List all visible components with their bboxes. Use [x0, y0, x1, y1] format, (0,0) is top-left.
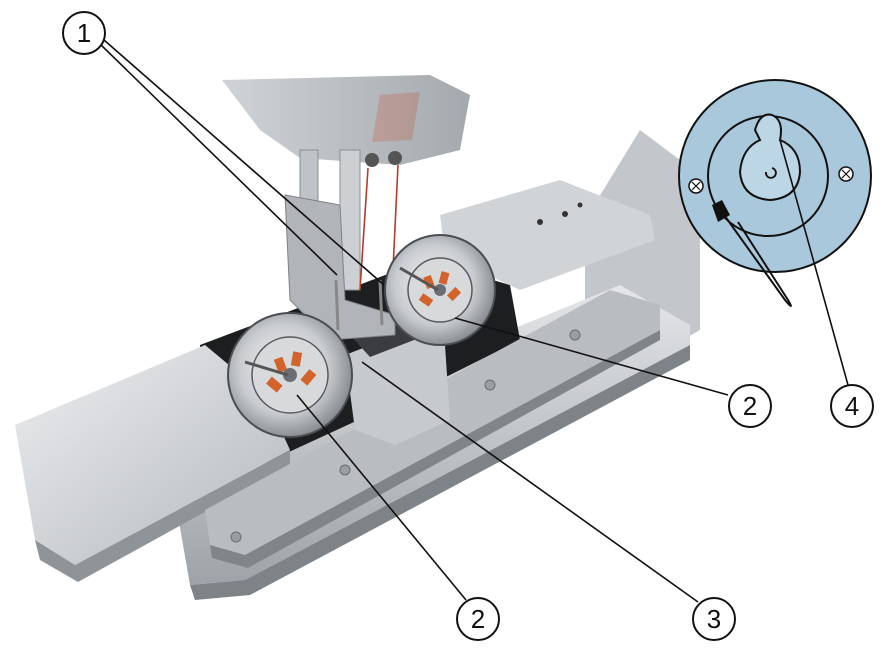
bobbin-thread-tail	[721, 211, 792, 307]
head-label-area	[372, 92, 420, 142]
leader-1a	[99, 43, 338, 276]
rail-screw	[569, 329, 581, 341]
thread-guide	[365, 153, 379, 167]
callout-label: 2	[471, 604, 485, 634]
rail-screw	[339, 464, 351, 476]
rail-screw	[484, 379, 496, 391]
thread	[359, 167, 369, 291]
leader-1b	[103, 39, 385, 286]
right-top-cover	[440, 180, 655, 290]
leader-4	[779, 139, 849, 386]
bobbin-case-latch	[738, 113, 802, 202]
cover-screw-hole	[577, 202, 583, 208]
cover-screw-hole	[562, 211, 568, 217]
callout-label: 1	[77, 18, 91, 48]
callout-marker-1: 1	[62, 11, 106, 55]
left-cover-edge	[35, 450, 290, 582]
leader-2a	[454, 317, 729, 396]
callout-label: 2	[743, 391, 757, 421]
callout-marker-2b: 2	[456, 597, 500, 641]
leader-3	[361, 361, 699, 603]
callout-label: 3	[707, 604, 721, 634]
callout-marker-4: 4	[830, 384, 874, 428]
left-cover-plate	[15, 345, 290, 565]
bobbin-center-hole	[765, 167, 777, 179]
callout-marker-2a: 2	[728, 384, 772, 428]
callout-marker-3: 3	[692, 597, 736, 641]
thread-guide	[388, 151, 402, 165]
sewing-machine-bed-illustration	[15, 75, 700, 600]
right-rotary-hook	[384, 234, 496, 346]
bobbin-case-inset-illustration	[678, 79, 872, 307]
callout-label: 4	[845, 391, 859, 421]
leader-2b	[296, 394, 467, 601]
cover-screw-hole	[537, 219, 543, 225]
left-rotary-hook	[227, 312, 353, 438]
leader-lines	[99, 39, 849, 603]
machine-head	[222, 75, 470, 165]
needle-left	[334, 279, 340, 331]
needle-right	[378, 279, 384, 326]
presser-foot	[284, 194, 396, 341]
rail-screw	[230, 531, 242, 543]
